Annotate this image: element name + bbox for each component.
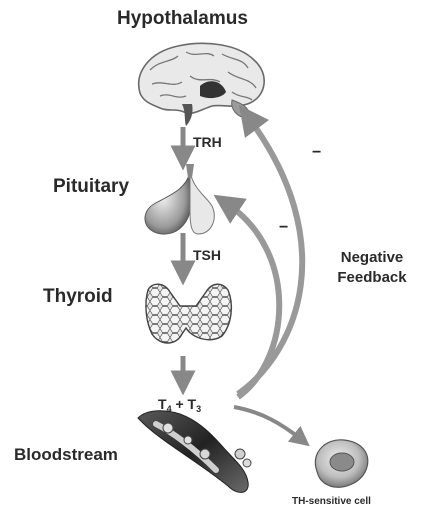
pituitary-label: Pituitary — [53, 176, 129, 198]
bloodstream-label: Bloodstream — [14, 445, 118, 465]
thyroid-label: Thyroid — [43, 286, 113, 308]
minus-sign-lower: − — [279, 219, 288, 237]
cell-arrow — [234, 407, 302, 440]
pituitary-icon — [145, 164, 214, 234]
trh-label: TRH — [193, 134, 222, 150]
thyroid-icon — [146, 284, 231, 343]
minus-sign-upper: − — [312, 144, 321, 162]
th-cell-label: TH-sensitive cell — [292, 496, 371, 507]
blood-vessel-icon — [138, 411, 251, 493]
cell-icon — [315, 440, 367, 487]
feedback-arrow-pituitary — [226, 203, 279, 397]
hypothalamus-label: Hypothalamus — [117, 8, 248, 30]
tsh-label: TSH — [193, 247, 221, 263]
t4-t3-label: T4 + T3 — [158, 396, 201, 414]
negative-feedback-label: Negative Feedback — [330, 248, 414, 288]
brain-icon — [139, 43, 264, 126]
